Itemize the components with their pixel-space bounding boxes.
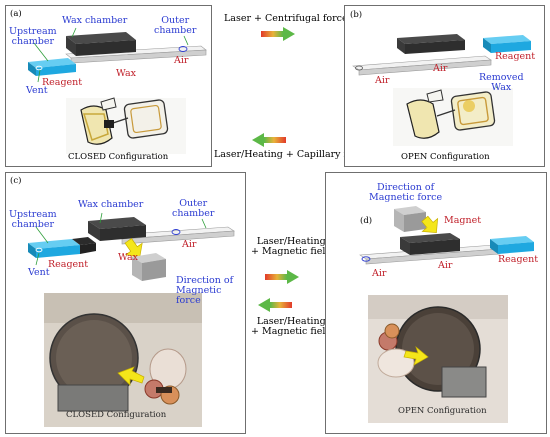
panel-c-tag: (c): [10, 176, 22, 186]
air-left-label-d: Air: [372, 268, 387, 279]
removed-wax-label: Removed Wax: [479, 72, 524, 93]
air-left-label: Air: [375, 75, 390, 86]
panel-a: (a) Upstream chamber Wax chamber Outer c…: [5, 5, 212, 167]
wax-label-c: Wax: [118, 252, 138, 263]
panel-d-tag: (d): [360, 216, 373, 226]
panel-c: (c) Upstream chamber Wax chamber Outer c…: [5, 172, 246, 434]
panel-b-tag: (b): [350, 10, 363, 20]
channel-device-b: [352, 34, 531, 103]
outer-chamber-label: Outer chamber: [154, 15, 197, 36]
panel-b-caption: OPEN Configuration: [401, 152, 490, 162]
upstream-chamber-label-c: Upstream chamber: [9, 209, 57, 230]
wax-chamber-label: Wax chamber: [62, 15, 128, 26]
right-transition-label: Laser/Heating + Magnetic field: [251, 236, 332, 257]
right-arrow-bottom: [265, 270, 299, 284]
reagent-label-d: Reagent: [498, 254, 539, 265]
device-photo-b: [393, 88, 513, 146]
bottom-transition-label: Laser/Heating + Capillary flow: [214, 149, 364, 160]
device-photo-c: [44, 293, 202, 427]
magnetic-force-label-d: Direction of Magnetic force: [369, 182, 443, 203]
left-arrow-bottom: [258, 298, 292, 312]
vent-label: Vent: [26, 85, 48, 96]
channel-device-d: [359, 206, 534, 265]
upstream-chamber-label: Upstream chamber: [9, 26, 57, 47]
panel-a-caption: CLOSED Configuration: [68, 152, 169, 162]
vent-label-c: Vent: [28, 267, 50, 278]
device-photo-a: [66, 97, 186, 154]
magnet-block-c: [132, 253, 166, 263]
panel-d: (d) Direction of Magnetic force Magnet A…: [325, 172, 547, 434]
magnetic-force-arrow-d: [421, 215, 439, 234]
panel-b: (b) Air Air Reagent Removed Wax OPEN Con…: [344, 5, 545, 167]
panel-d-caption: OPEN Configuration: [398, 406, 487, 416]
air-mid-label-d: Air: [438, 260, 453, 271]
magnetic-force-arrow-photo-d: [403, 345, 429, 366]
reagent-label-b: Reagent: [495, 51, 536, 62]
magnetic-force-arrow-c: [124, 238, 143, 258]
channel-device-a: [28, 27, 207, 83]
air-label: Air: [174, 55, 189, 66]
reagent-label: Reagent: [42, 77, 83, 88]
outer-chamber-label-c: Outer chamber: [172, 198, 215, 219]
reagent-label-c: Reagent: [48, 259, 89, 270]
panel-c-caption: CLOSED Configuration: [66, 410, 167, 420]
air-label-c: Air: [182, 239, 197, 250]
magnetic-force-label-c: Direction of Magnetic force: [176, 275, 234, 306]
right-arrow-top: [261, 27, 295, 41]
device-photo-d: [368, 295, 508, 423]
air-mid-label: Air: [433, 63, 448, 74]
magnetic-force-arrow-photo-c: [117, 366, 145, 386]
wax-label: Wax: [116, 68, 136, 79]
left-arrow-top: [252, 133, 286, 147]
channel-device-c: [28, 212, 235, 281]
wax-chamber-label-c: Wax chamber: [78, 199, 144, 210]
panel-a-tag: (a): [10, 9, 22, 19]
top-transition-label: Laser + Centrifugal force: [224, 13, 348, 24]
left-transition-label: Laser/Heating + Magnetic field: [251, 316, 332, 337]
magnet-label: Magnet: [444, 215, 482, 226]
magnet-block-d: [394, 206, 426, 215]
